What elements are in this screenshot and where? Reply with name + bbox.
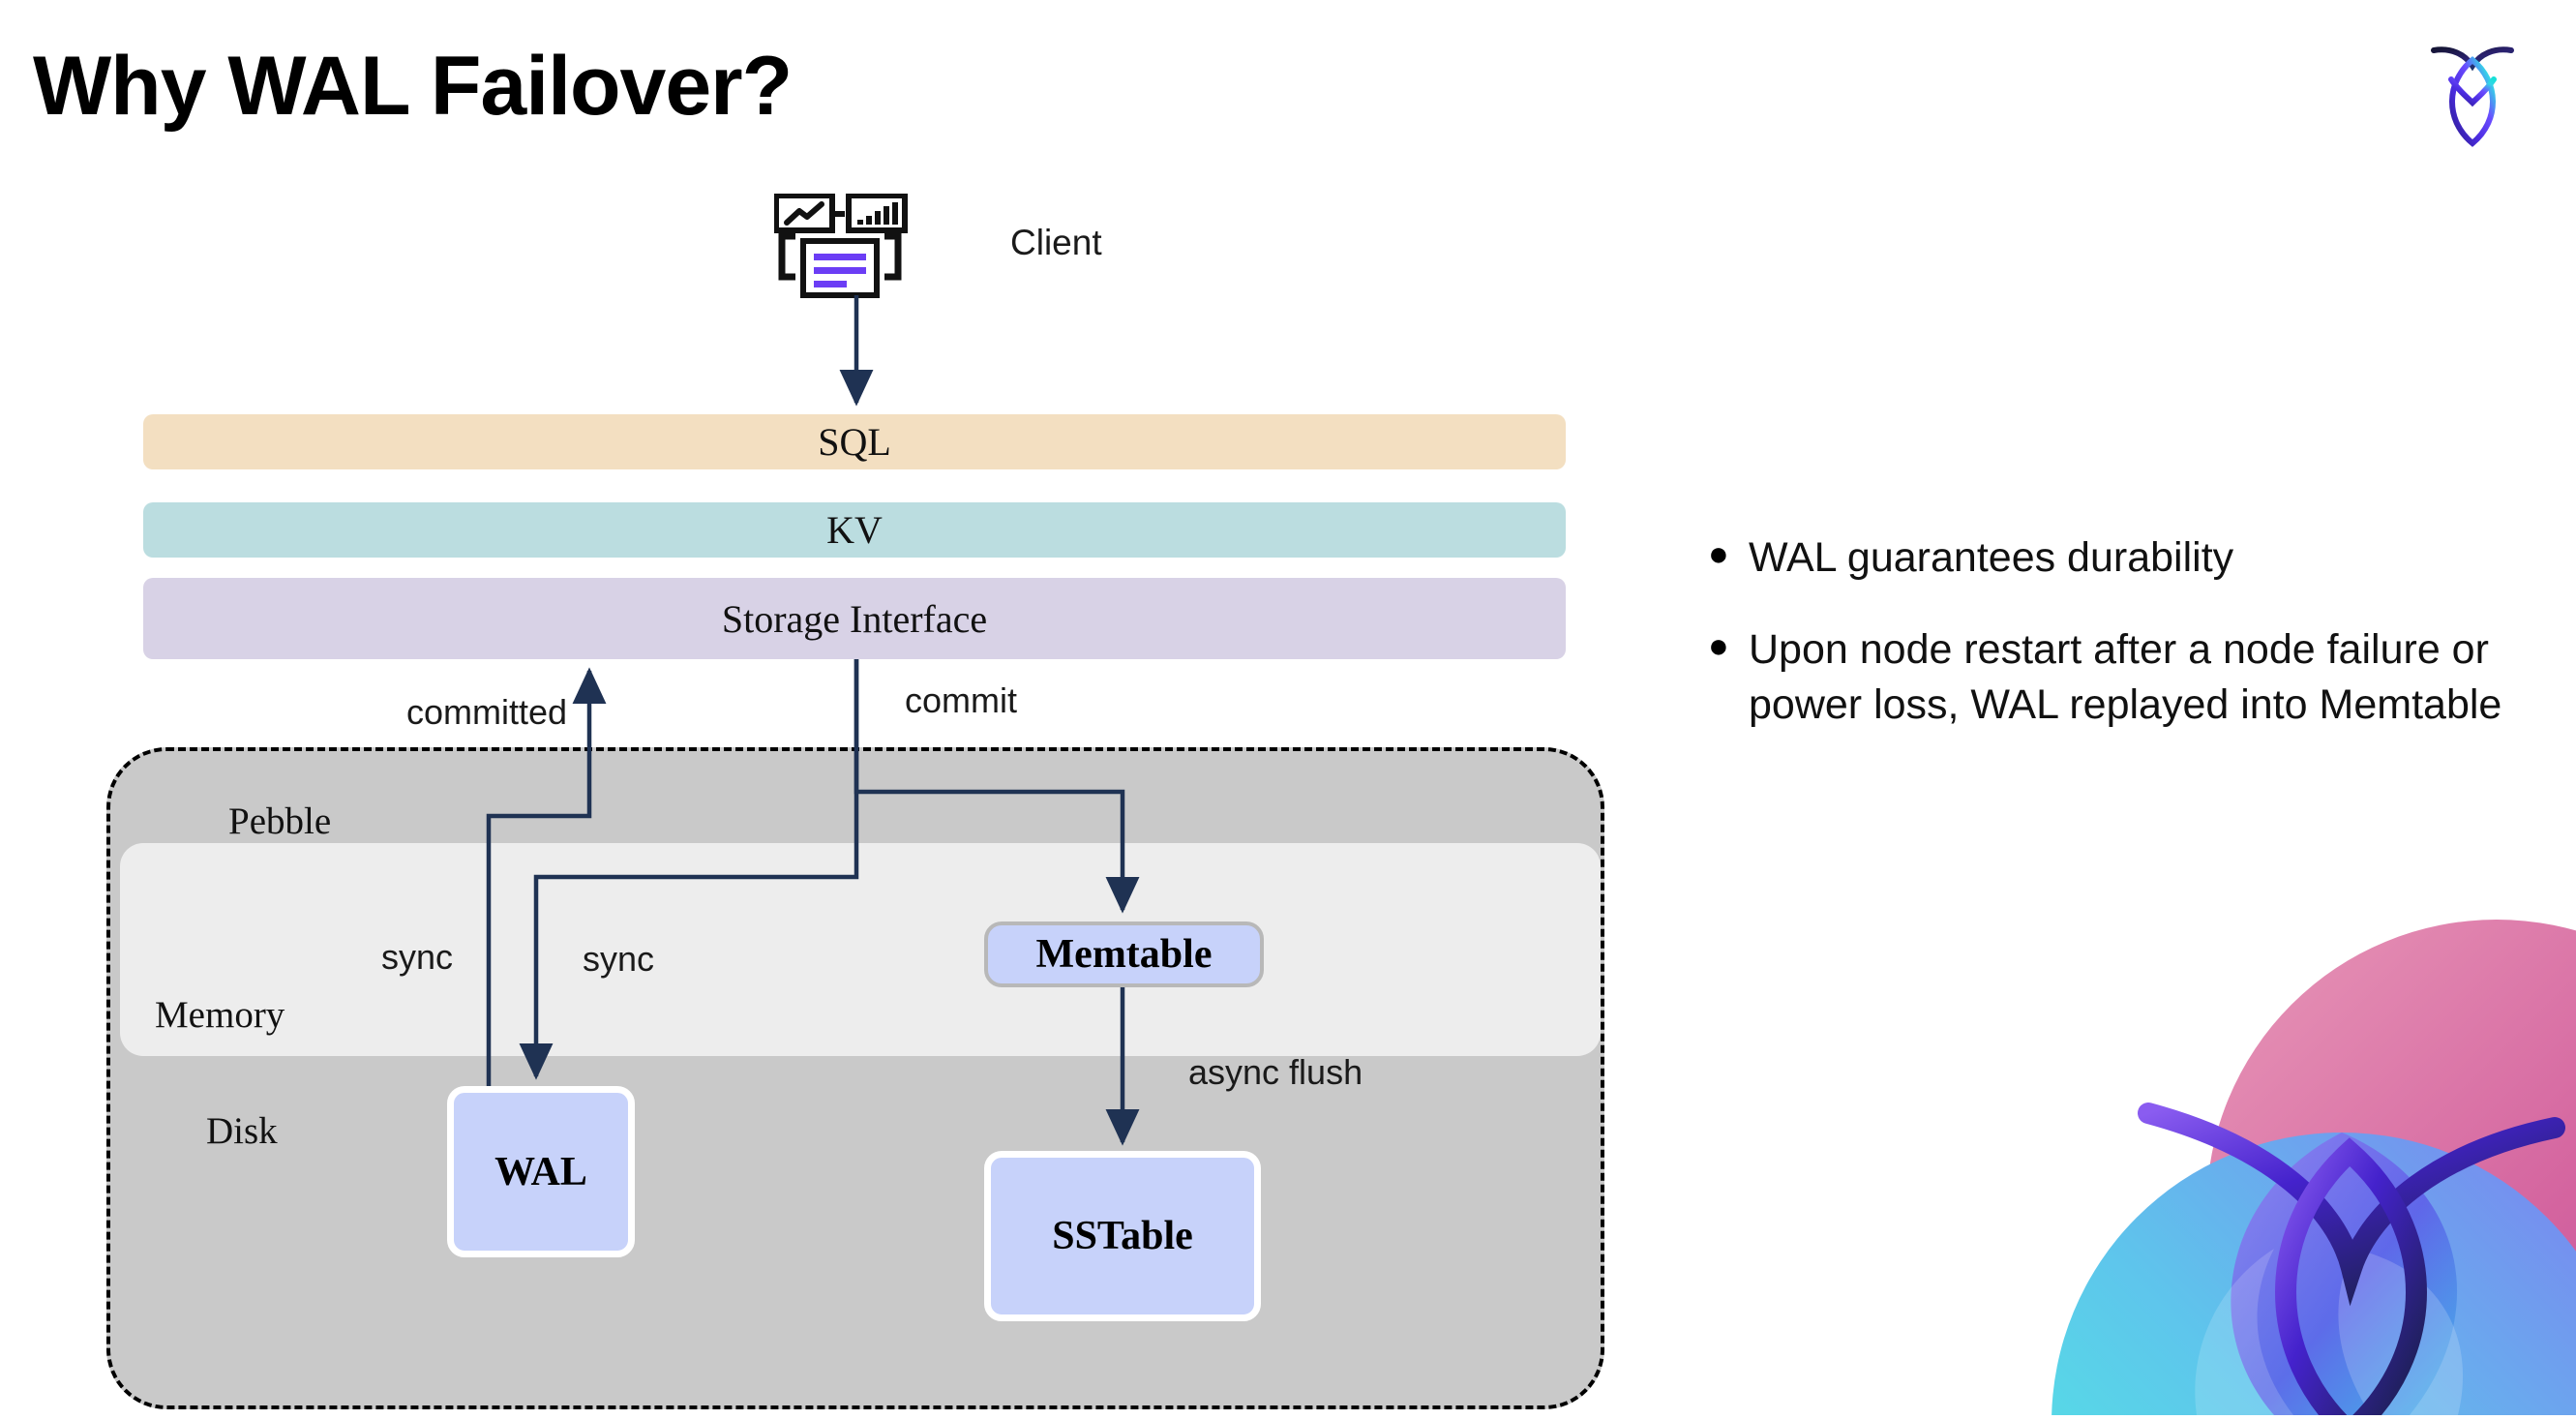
node-wal-label: WAL (494, 1149, 587, 1194)
edge-label-sync-left: sync (381, 937, 454, 977)
bullet-text: WAL guarantees durability (1749, 534, 2234, 581)
node-sstable-label: SSTable (1052, 1214, 1193, 1258)
disk-zone-label: Disk (206, 1110, 278, 1152)
list-item: ● WAL guarantees durability (1708, 530, 2511, 586)
list-item: ● Upon node restart after a node failure… (1708, 622, 2511, 733)
edge-label-committed: committed (406, 692, 568, 732)
page-title: Why WAL Failover? (33, 40, 793, 133)
layer-label-kv: KV (826, 508, 883, 552)
edge-label-sync-right: sync (583, 939, 655, 979)
cockroachdb-brand-circles (1955, 920, 2576, 1415)
layer-bar-storage-interface: Storage Interface (143, 578, 1566, 659)
node-wal: WAL (447, 1086, 635, 1257)
memory-zone (120, 843, 1601, 1056)
layer-label-sql: SQL (818, 420, 891, 464)
bullet-list: ● WAL guarantees durability ● Upon node … (1708, 530, 2511, 769)
node-memtable: Memtable (984, 921, 1264, 987)
node-memtable-label: Memtable (1035, 932, 1213, 977)
edge-label-commit: commit (905, 680, 1017, 720)
cockroachdb-logo (2414, 31, 2531, 157)
layer-bar-sql: SQL (143, 414, 1566, 469)
client-label: Client (1010, 223, 1102, 262)
memory-zone-label: Memory (155, 994, 285, 1036)
edge-label-async-flush: async flush (1188, 1052, 1363, 1092)
pebble-label: Pebble (228, 801, 332, 842)
layer-bar-kv: KV (143, 502, 1566, 558)
bullet-text: Upon node restart after a node failure o… (1749, 625, 2502, 728)
node-sstable: SSTable (984, 1151, 1261, 1321)
bullet-marker-icon: ● (1708, 624, 1729, 665)
client-dashboard-icon (773, 193, 929, 300)
layer-label-storage-interface: Storage Interface (721, 596, 988, 641)
bullet-marker-icon: ● (1708, 533, 1729, 573)
